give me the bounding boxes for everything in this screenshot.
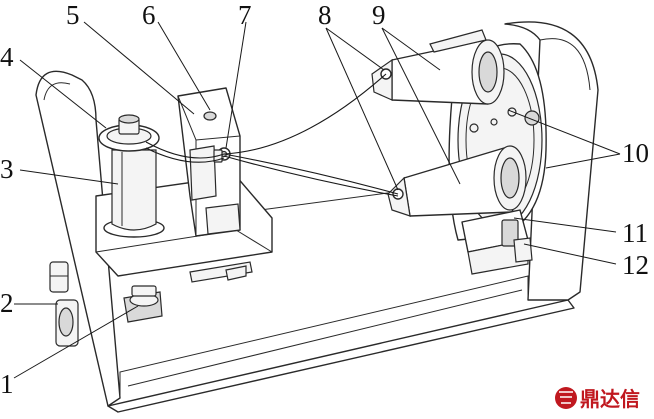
base-floor: [107, 299, 575, 413]
callout-10: 10: [622, 138, 649, 168]
callout-5: 5: [66, 0, 80, 30]
callout-9: 9: [372, 0, 386, 30]
supply-spool: [98, 114, 165, 238]
callout-numbers: 1 2 3 4 5 6 7 8 9 10 11 12: [0, 0, 649, 399]
callout-8: 8: [318, 0, 332, 30]
watermark-text: 鼎达信: [580, 387, 640, 411]
callout-7: 7: [238, 0, 252, 30]
callout-4: 4: [0, 42, 14, 72]
lower-cone: [387, 145, 527, 217]
callout-1: 1: [0, 369, 14, 399]
drive-motor: [461, 209, 533, 275]
side-connector: [49, 261, 79, 347]
callout-3: 3: [0, 154, 14, 184]
watermark: 鼎达信: [555, 387, 640, 411]
callout-6: 6: [142, 0, 156, 30]
machine-frame: [35, 21, 599, 413]
callout-11: 11: [622, 218, 648, 248]
leader-lines: [13, 21, 621, 379]
watermark-logo-icon: [555, 387, 577, 409]
upper-cone: [371, 29, 505, 105]
right-side-plate: [504, 21, 599, 301]
fiber-paths: [145, 73, 399, 197]
callout-12: 12: [622, 250, 649, 280]
bottom-motor: [123, 285, 163, 323]
callout-2: 2: [0, 288, 14, 318]
